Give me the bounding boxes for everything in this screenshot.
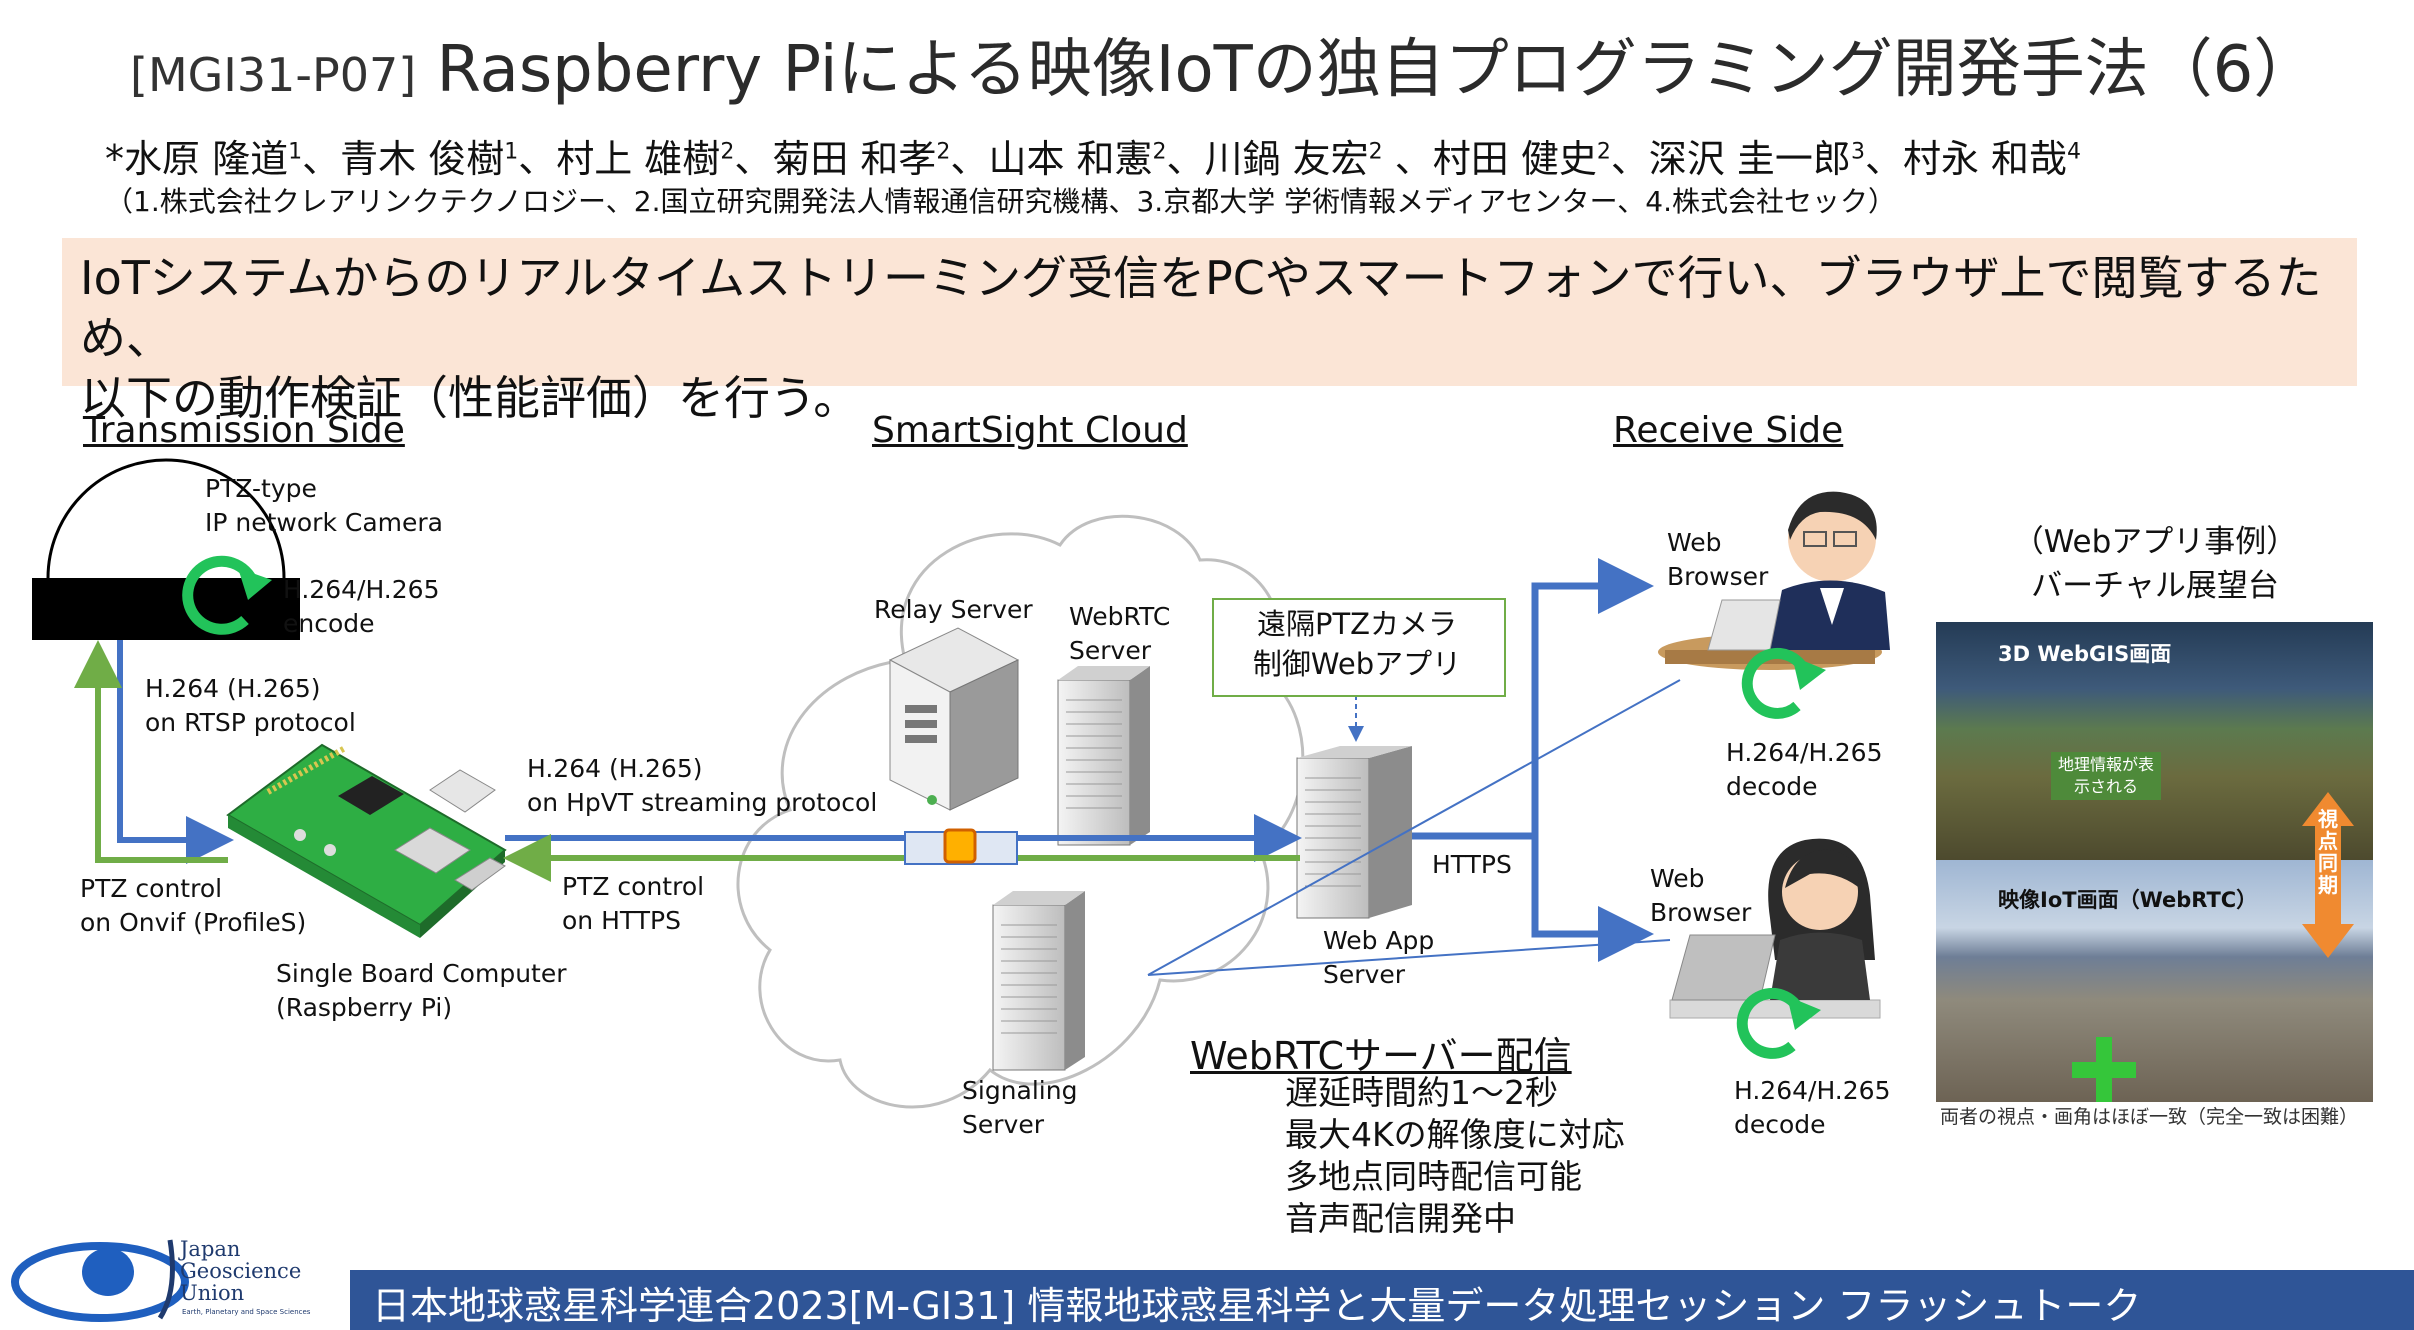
- jpgu-logo-icon: [11, 1239, 189, 1322]
- male-user-icon: [1658, 491, 1890, 670]
- rtsp-stream-arrow: [117, 640, 234, 864]
- female-user-icon: [1669, 838, 1881, 1019]
- rtsp-label: H.264 (H.265)on RTSP protocol: [145, 674, 356, 737]
- author: *水原 隆道1、: [105, 137, 341, 181]
- footer-text: 日本地球惑星科学連合2023[M-GI31] 情報地球惑星科学と大量データ処理セ…: [372, 1284, 2142, 1328]
- jpgu-tagline: Earth, Planetary and Space Sciences: [182, 1308, 311, 1316]
- author: 山本 和憲2、: [988, 137, 1205, 181]
- relay-connector-icon: [904, 828, 1018, 865]
- encode-refresh-icon: [182, 555, 272, 635]
- author: 川鍋 友宏2 、: [1204, 137, 1433, 181]
- sync-label: 視点同期: [2318, 807, 2338, 897]
- list-item: 音声配信開発中: [1285, 1199, 1516, 1238]
- poster-title: [MGI31-P07] Raspberry Piによる映像IoTの独自プログラミ…: [130, 18, 2317, 110]
- geo-info-note: 地理情報が表示される: [2051, 752, 2161, 800]
- ptz-camera-icon: [32, 458, 300, 640]
- list-item: 遅延時間約1～2秒: [1285, 1073, 1558, 1112]
- relay-server-icon: [888, 627, 1020, 811]
- section-transmission: Transmission Side: [83, 410, 405, 451]
- https-label: HTTPS: [1432, 850, 1512, 879]
- hpvt-label: H.264 (H.265)on HpVT streaming protocol: [527, 754, 878, 817]
- summary-banner: [62, 238, 2357, 386]
- author: 青木 俊樹1、: [340, 137, 557, 181]
- virtual-observatory-screenshot: 3D WebGIS画面 地理情報が表示される 映像IoT画面（WebRTC） 視…: [1936, 622, 2373, 1102]
- raspberry-pi-icon: [226, 743, 507, 938]
- webrtc-delivery-list: 遅延時間約1～2秒 最大4Kの解像度に対応 多地点同時配信可能 音声配信開発中: [1285, 1072, 1625, 1240]
- webgis-label: 3D WebGIS画面: [1998, 642, 2172, 666]
- list-item: 多地点同時配信可能: [1285, 1157, 1582, 1196]
- https-to-browser1-arrow: [1531, 558, 1654, 836]
- relay-server-label: Relay Server: [874, 595, 1033, 624]
- footer-bar: [350, 1270, 2414, 1330]
- cloud-shape: [736, 514, 1305, 1109]
- video-iot-view: [1936, 860, 2373, 1102]
- remote-ptz-app-label: 遠隔PTZカメラ制御Webアプリ: [1252, 607, 1462, 681]
- section-cloud: SmartSight Cloud: [872, 410, 1188, 451]
- affiliations: （1.株式会社クレアリンクテクノロジー、2.国立研究開発法人情報通信研究機構、3…: [105, 185, 1897, 218]
- author: 村田 健史2、: [1432, 137, 1649, 181]
- https-to-browser2-arrow: [1531, 836, 1654, 962]
- decode2-refresh-icon: [1736, 987, 1821, 1059]
- signaling-server-icon: [992, 891, 1085, 1071]
- video-iot-label: 映像IoT画面（WebRTC）: [1998, 888, 2258, 912]
- example-heading: （Webアプリ事例）バーチャル展望台: [2012, 524, 2298, 604]
- author: 村永 和哉4: [1902, 137, 2082, 181]
- summary-text: IoTシステムからのリアルタイムストリーミング受信をPCやスマートフォンで行い、…: [80, 251, 2322, 425]
- author: 村上 雄樹2、: [556, 137, 773, 181]
- author: 深沢 圭一郎3、: [1648, 137, 1903, 181]
- author-list: *水原 隆道1、青木 俊樹1、村上 雄樹2、菊田 和孝2、山本 和憲2、川鍋 友…: [105, 128, 2081, 183]
- sync-arrow-icon: [2072, 792, 2354, 1102]
- example-caption: 両者の視点・画角はほぼ一致（完全一致は困難）: [1940, 1106, 2359, 1128]
- decode1-refresh-icon: [1741, 647, 1826, 719]
- title-text: Raspberry Piによる映像IoTの独自プログラミング開発手法（6）: [436, 33, 2318, 107]
- webgis-view: [1936, 622, 2373, 860]
- web-app-server-icon: [1296, 746, 1412, 919]
- section-receive: Receive Side: [1613, 410, 1844, 451]
- author: 菊田 和孝2、: [772, 137, 989, 181]
- list-item: 最大4Kの解像度に対応: [1285, 1115, 1625, 1154]
- onvif-control-arrow: [74, 640, 228, 863]
- session-code: [MGI31-P07]: [130, 48, 417, 102]
- signaling-line-1: [1147, 679, 1681, 976]
- remote-ptz-app-box: [1212, 598, 1506, 697]
- webrtc-server-icon: [1057, 666, 1150, 846]
- webrtc-delivery-heading: WebRTCサーバー配信: [1190, 1034, 1572, 1078]
- sbc-label: Single Board Computer(Raspberry Pi): [276, 959, 567, 1022]
- signaling-line-2: [1147, 939, 1671, 976]
